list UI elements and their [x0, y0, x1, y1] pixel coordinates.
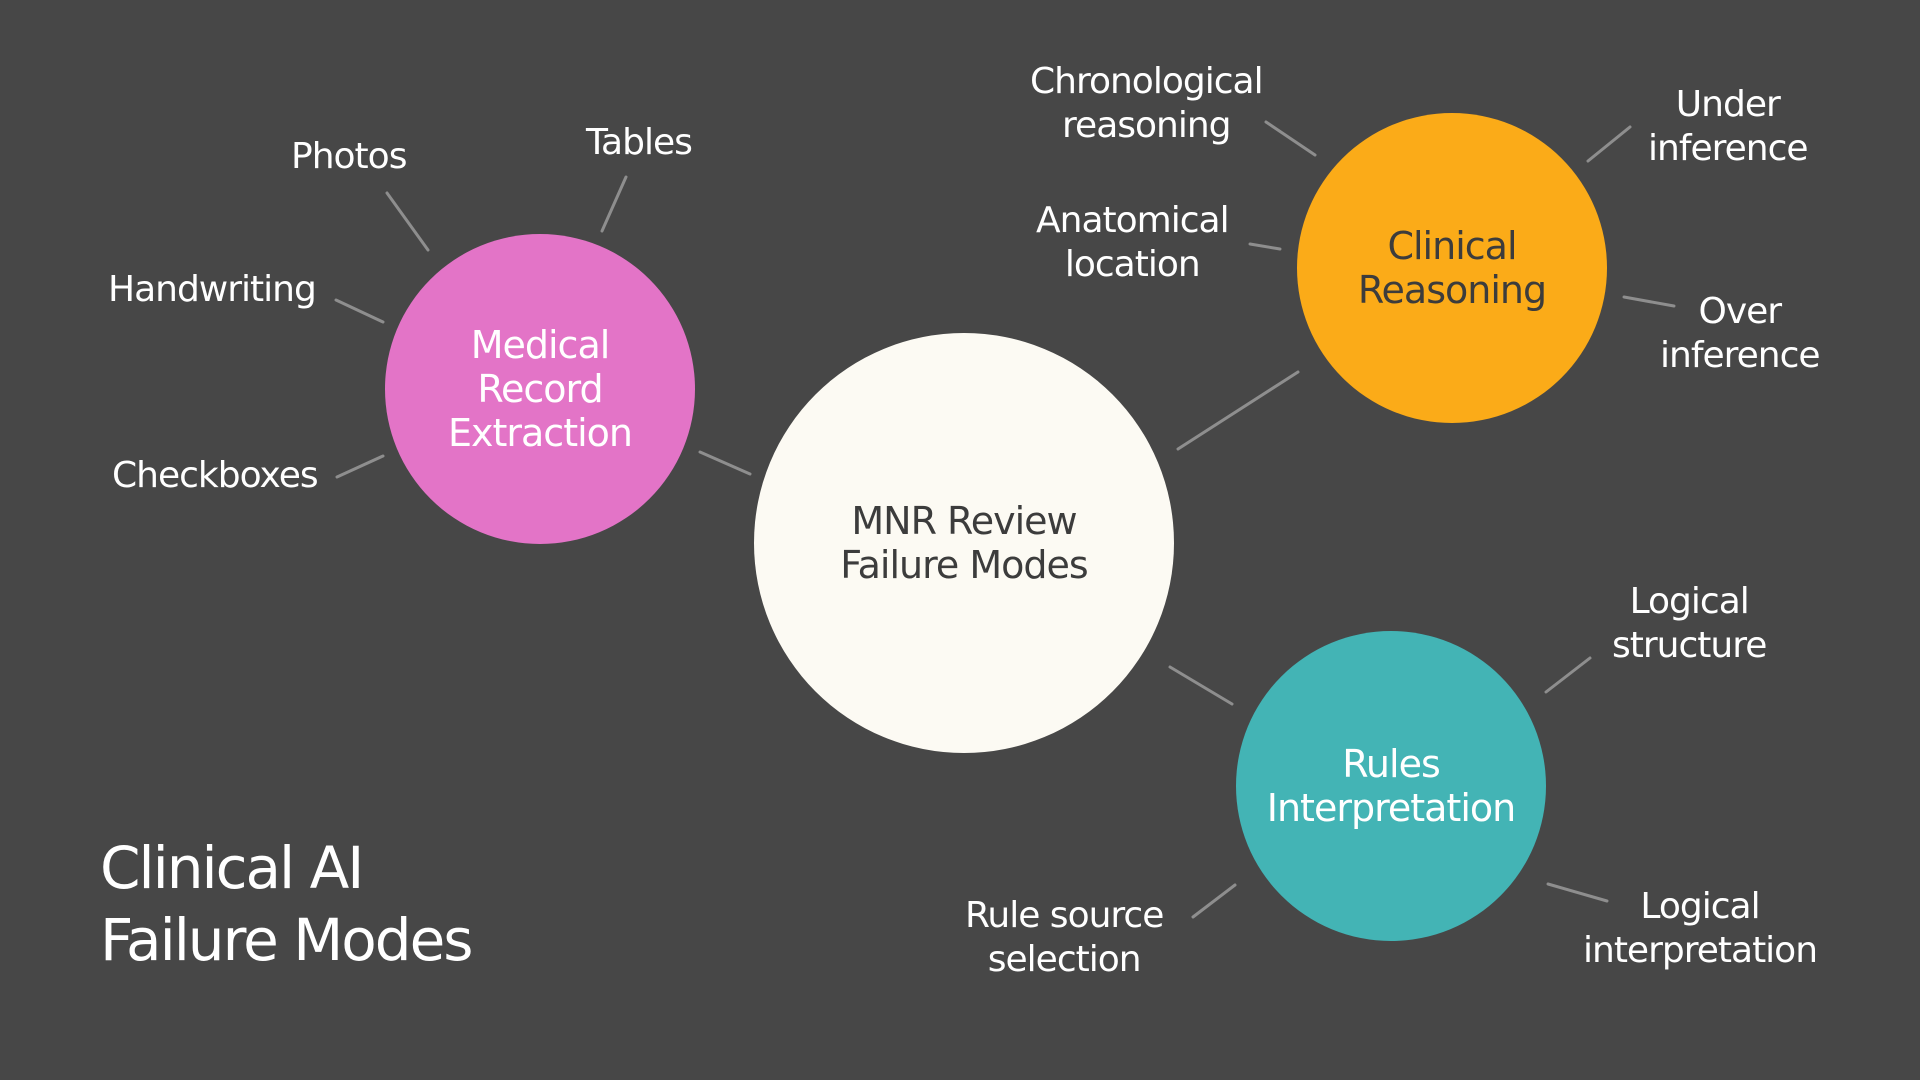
center-node-label: MNR Review Failure Modes — [840, 499, 1088, 587]
node-clinical-reasoning: Clinical Reasoning — [1297, 113, 1607, 423]
label-photos: Photos — [291, 136, 407, 177]
connector-handwriting — [334, 298, 385, 324]
label-anatomical-location: Anatomical location — [1036, 200, 1230, 285]
label-rule-source-selection: Rule source selection — [965, 895, 1164, 980]
connector-logical-interpretation — [1546, 882, 1609, 903]
connector-center-clinical — [1176, 370, 1300, 451]
connector-under — [1586, 125, 1632, 163]
node-medical-label: Medical Record Extraction — [448, 323, 633, 455]
node-rules-label: Rules Interpretation — [1266, 742, 1516, 830]
label-checkboxes: Checkboxes — [112, 455, 319, 496]
label-under-inference: Under inference — [1648, 84, 1809, 169]
label-logical-interpretation: Logical interpretation — [1583, 886, 1818, 971]
connector-anatomical — [1248, 242, 1282, 251]
connector-center-medical — [698, 450, 752, 476]
connector-photos — [385, 191, 430, 252]
node-rules-interpretation: Rules Interpretation — [1236, 631, 1546, 941]
connector-center-rules — [1168, 665, 1234, 706]
diagram-title: Clinical AI Failure Modes — [100, 834, 474, 974]
node-medical-record-extraction: Medical Record Extraction — [385, 234, 695, 544]
label-over-inference: Over inference — [1660, 291, 1821, 376]
node-clinical-label: Clinical Reasoning — [1357, 224, 1547, 312]
label-chronological-reasoning: Chronological reasoning — [1030, 61, 1264, 146]
connector-checkboxes — [335, 454, 385, 479]
label-logical-structure: Logical structure — [1612, 581, 1767, 666]
connector-over — [1622, 295, 1676, 308]
center-node-mnr-review: MNR Review Failure Modes — [754, 333, 1174, 753]
label-tables: Tables — [586, 122, 693, 163]
connector-rule-source — [1191, 883, 1237, 919]
connector-tables — [600, 175, 628, 233]
connector-logical-structure — [1544, 656, 1592, 694]
label-handwriting: Handwriting — [108, 269, 317, 310]
connector-chronological — [1264, 120, 1317, 157]
